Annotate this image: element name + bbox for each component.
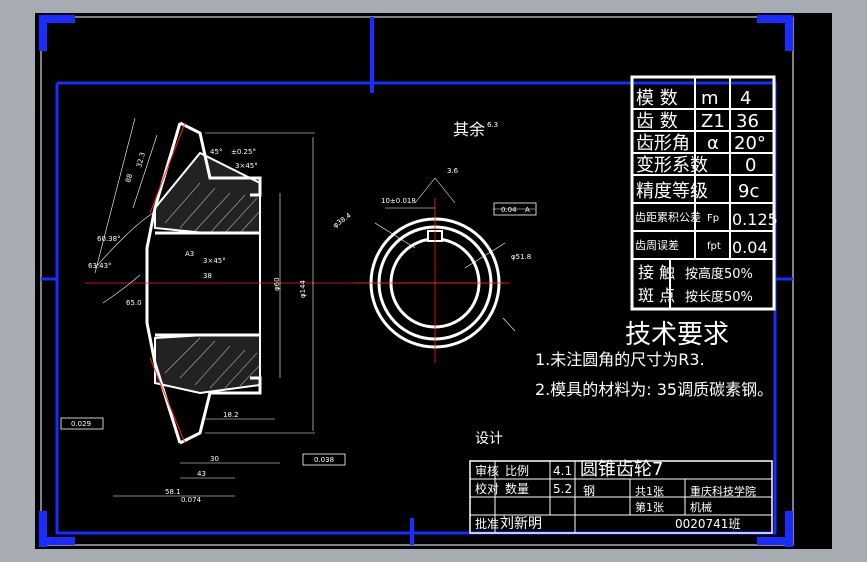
tb-scale1: 4.1 [553,464,572,478]
dim-60-38: 60.38° [97,235,121,243]
tech-req-title: 技术要求 [625,320,729,350]
dim-38: 38 [203,272,212,280]
tb-part-name: 圆锥齿轮7 [580,459,663,480]
cad-viewport[interactable]: 88 32.3 60.38° 63.43° 65.0 45° ±0.25° 3×… [35,13,832,549]
dim-chamfer2: 3×45° [203,257,226,265]
corner-marks [39,15,793,547]
param-value-2: 20° [734,133,766,154]
param-value-6: 0.04 [732,238,768,257]
param-name-7: 接 触 [638,263,675,282]
dim-63-43: 63.43° [88,262,112,270]
tb-label1: 比例 [505,464,529,478]
tb-material: 钢 [583,484,595,498]
gear-end-view [355,177,537,363]
tb-sheet: 共1张 [635,485,664,498]
tb-review: 校对 [475,481,499,496]
dim-65: 65.0 [126,299,142,307]
param-name-0: 模 数 [636,88,678,109]
tb-design: 设计 [475,431,503,447]
parameter-table [630,75,776,311]
param-value-4: 9c [738,181,759,202]
dim-88: 88 [124,173,134,184]
tb-label2: 数量 [505,481,529,496]
param-name-4: 精度等级 [636,181,708,202]
param-name-8: 斑 点 [638,286,675,305]
dim-keyway-depth: 3.6 [447,167,459,175]
dim-30: 30 [210,455,219,463]
dim-phi51: φ51.8 [511,253,531,261]
param-name-5: 齿距累积公差 [635,210,701,224]
tb-sheet2: 第1张 [635,500,664,514]
outer-frame [40,16,794,546]
param-symbol-1: Z1 [701,111,725,132]
tb-class: 机械 [690,500,712,514]
title-block [469,460,773,534]
tech-req-2: 2.模具的材料为: 35调质碳素钢。 [535,380,773,399]
param-symbol-6: fpt [707,241,721,252]
dim-datum: A [525,206,530,214]
tb-approve: 批准 [475,516,499,531]
roughness-note: 其余 [453,120,485,139]
dim-18-2: 18.2 [223,411,239,419]
inner-frame [55,81,777,535]
param-value-7: 按高度50% [685,266,753,282]
dim-58: 58.1 [165,488,181,496]
param-value-8: 按长度50% [685,289,753,305]
param-name-1: 齿 数 [636,111,678,132]
roughness-value: 6.3 [487,121,498,129]
param-value-5: 0.125 [732,210,778,229]
dim-tol: ±0.25° [231,148,256,156]
tol-box-2: 0.038 [314,456,334,464]
param-symbol-5: Fp [707,213,719,224]
dim-tol2: 0.074 [181,496,202,504]
dim-phi38: φ38.4 [332,211,354,229]
dim-chamfer1: 3×45° [235,162,258,170]
cad-drawing: 88 32.3 60.38° 63.43° 65.0 45° ±0.25° 3×… [39,15,794,547]
param-name-6: 齿周误差 [635,238,679,252]
param-value-0: 4 [740,88,751,109]
param-value-3: 0 [745,155,756,176]
dim-43: 43 [197,470,206,478]
tol-box-1: 0.029 [71,420,91,428]
param-name-3: 变形系数 [636,155,708,176]
tb-school: 重庆科技学院 [690,484,756,498]
dim-32-3: 32.3 [135,151,147,168]
param-name-2: 齿形角 [636,133,690,154]
dim-45deg: 45° [210,148,222,156]
dim-a3: A3 [185,250,194,258]
dim-position-tol: 0.04 [501,206,517,214]
dim-keyway: 10±0.018 [381,197,416,205]
dim-phi144: φ144 [299,279,307,298]
param-symbol-2: α [707,133,719,154]
tb-drawing-no: 0020741班 [675,517,740,531]
param-value-1: 36 [736,111,759,132]
dim-phi60: φ60 [273,277,281,291]
tb-check: 审核 [475,463,499,478]
tb-scale2: 5.2 [553,482,572,496]
gear-section-view [60,117,505,497]
tech-req-1: 1.未注圆角的尺寸为R3. [535,350,705,369]
param-symbol-0: m [701,88,719,109]
tb-drafter: 刘新明 [500,516,542,532]
